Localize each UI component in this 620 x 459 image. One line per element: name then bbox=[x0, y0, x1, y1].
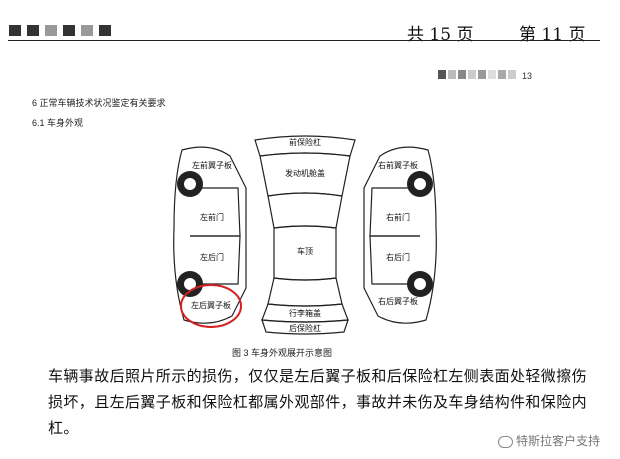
wheel-group bbox=[177, 171, 433, 297]
label-left-front-fender: 左前翼子板 bbox=[192, 160, 232, 170]
label-rear-bumper: 后保险杠 bbox=[289, 323, 321, 333]
windshield-shape bbox=[267, 192, 343, 229]
label-right-front-door: 右前门 bbox=[386, 212, 410, 222]
header-rule bbox=[8, 40, 600, 41]
right-front-door-line bbox=[369, 187, 420, 237]
redacted-header-info bbox=[6, 20, 114, 38]
current-page: 第 11 页 bbox=[519, 25, 586, 45]
section-heading: 6 正常车辆技术状况鉴定有关要求 bbox=[32, 98, 166, 108]
label-roof: 车顶 bbox=[297, 246, 313, 256]
left-front-door-line bbox=[190, 187, 241, 237]
label-left-rear-fender: 左后翼子板 bbox=[191, 300, 231, 310]
label-right-front-fender: 右前翼子板 bbox=[378, 160, 418, 170]
left-rear-door-line bbox=[190, 235, 241, 285]
watermark-text: 特斯拉客户支持 bbox=[516, 434, 601, 448]
right-rear-door-line bbox=[369, 235, 420, 285]
watermark: 特斯拉客户支持 bbox=[498, 432, 600, 449]
label-hood: 发动机舱盖 bbox=[285, 168, 325, 178]
label-right-rear-door: 右后门 bbox=[386, 252, 410, 262]
body-paragraph: 车辆事故后照片所示的损伤，仅仅是左后翼子板和后保险杠左侧表面处轻微擦伤损坏，且左… bbox=[18, 363, 593, 441]
section-subheading: 6.1 车身外观 bbox=[32, 118, 84, 128]
figure-caption: 图 3 车身外观展开示意图 bbox=[232, 348, 333, 358]
document-code: 13 bbox=[438, 64, 532, 83]
code-tag: 13 bbox=[522, 71, 533, 81]
body-text: 车辆事故后照片所示的损伤，仅仅是左后翼子板和后保险杠左侧表面处轻微擦伤损坏，且左… bbox=[48, 367, 588, 437]
label-left-rear-door: 左后门 bbox=[200, 252, 224, 262]
rear-bumper-shape bbox=[261, 319, 349, 335]
weibo-icon bbox=[498, 435, 513, 448]
label-right-rear-fender: 右后翼子板 bbox=[378, 296, 418, 306]
right-side-shape bbox=[363, 146, 437, 324]
label-left-front-door: 左前门 bbox=[200, 212, 224, 222]
car-body-diagram: 前保险杠 发动机舱盖 左前翼子板 右前翼子板 左前门 右前门 左后门 右后门 车… bbox=[173, 135, 437, 335]
label-front-bumper: 前保险杠 bbox=[289, 137, 321, 147]
total-pages: 共 15 页 bbox=[407, 25, 474, 45]
left-side-shape bbox=[173, 146, 247, 324]
damage-highlight-circle bbox=[180, 284, 242, 328]
label-trunk: 行李箱盖 bbox=[289, 308, 321, 318]
rear-glass-shape bbox=[267, 277, 343, 307]
